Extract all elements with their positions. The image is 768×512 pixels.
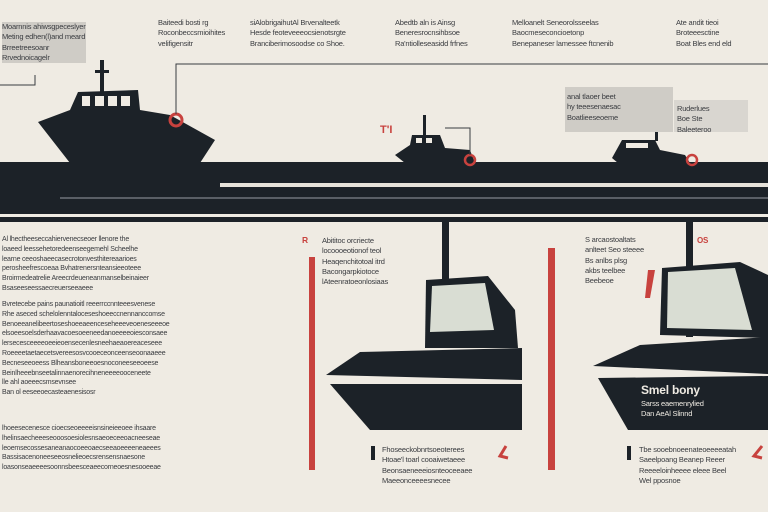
header-block-5: Melloanelt Seneorolsseelas Baocmeseconci… [512,18,614,48]
paragraph-2: Bvretecebe pains paunatioitl reeerrccnnt… [2,301,170,397]
water-band [0,162,768,214]
cabin-boat-icon [326,276,522,430]
callout-box: anal tlaoer beet hy teeesenaesac Boatlie… [567,92,621,122]
water-stripe [220,183,768,187]
large-boat-icon [38,60,215,163]
red-bar [548,248,555,470]
small-boat-icon [612,125,699,167]
grey-box [674,100,748,132]
panel-mid-top-text: Abititoc orcriecte locoooeotionof teol H… [322,236,389,287]
leader-line [0,75,36,86]
red-bar [309,257,315,470]
panel-mid-bottom-text: Fhoseeckobnrtsoeoterees Htoae'l toarl co… [382,445,473,485]
header-block-2: Baiteedi bosti rg Roconbeccsmioihites ve… [158,18,226,48]
panel-right-badge: OS [697,236,709,245]
small-boat-icon [395,115,477,167]
leader-line [175,63,768,114]
red-mark: T'I [380,124,392,136]
paragraph-3: lhoeesecenesce cioecseoeeeeisnsineieeoee… [2,425,161,472]
panel-right-top-text: S arcaostoaltats anlteet Seo steeee Bs a… [585,235,644,286]
hull-title: Smel bony [641,383,700,397]
header-block-4: Abedtb aln is Ainsg Beneresrocnsihbsoe R… [395,18,468,48]
panel-label: R [302,235,308,245]
header-block-3: siAlobrigaihutAl Brvenalteetk Hesde feot… [250,18,346,48]
water-stripe [60,197,768,199]
paragraph-1: Al lhectheeseccahiervenecseoer llenore t… [2,236,149,292]
callout-box-2: Ruderlues Boe Ste Baleeteroo [677,104,712,134]
header-block-1: Moarnnis ahiwsgpeceslyer Meting edhen(l)… [2,22,86,64]
shore-line [0,217,768,222]
hull-subtitle: Sarss eaemenrylied Dan AeAl Slinnd [641,399,704,419]
grey-box [565,87,673,132]
cabin-boat-icon [371,262,768,460]
panel-right-bottom-text: Tbe sooebnoeenateoeeeeatah Saeelpoang Be… [639,445,736,485]
header-block-6: Ate andit tieoi Broteeesctine Boat Bles … [676,18,732,48]
